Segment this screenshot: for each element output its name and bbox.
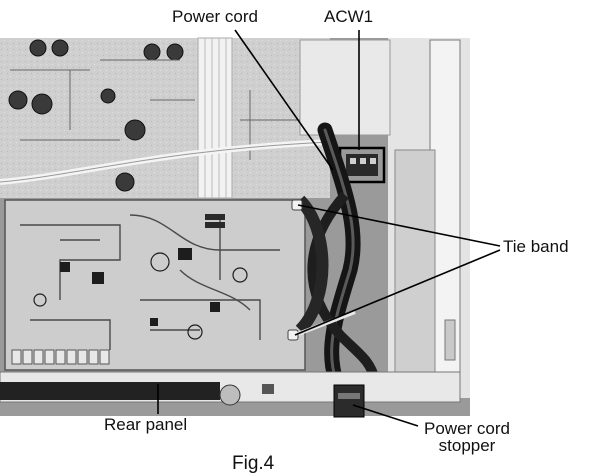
power-cord-stopper (333, 384, 365, 418)
leader-tie-band-lower (294, 249, 501, 336)
leader-power-cord (234, 29, 334, 171)
power-cord-label: Power cord (172, 7, 258, 26)
tie-band-label: Tie band (503, 237, 569, 256)
leader-lines (157, 29, 501, 427)
ribbon-cable (197, 37, 233, 199)
power-cord-stopper-label-line1: Power cord (424, 419, 510, 438)
pin-header (11, 349, 110, 365)
tie-band-lower (287, 329, 299, 341)
figure-caption: Fig.4 (232, 453, 275, 474)
rear-panel-label: Rear panel (104, 415, 188, 434)
power-cord-stopper-label-line2: stopper (438, 436, 496, 455)
acw1-label: ACW1 (324, 7, 374, 26)
power-cord-stopper-label: Power cord stopper (392, 420, 542, 454)
lower-circuit-board (4, 199, 306, 371)
photo-region (0, 37, 470, 418)
leader-tie-band-upper (297, 204, 501, 247)
upper-circuit-board (0, 38, 330, 198)
leader-stopper (352, 404, 419, 427)
capacitors (8, 39, 184, 192)
